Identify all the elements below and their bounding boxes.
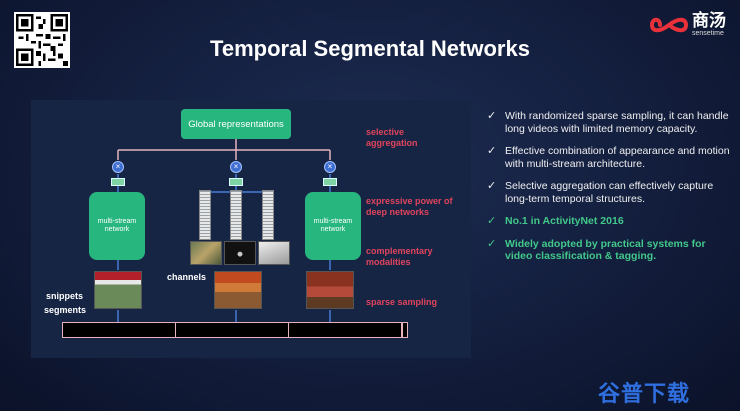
global-representations-box: Global representations — [181, 109, 291, 139]
feature-chip — [229, 178, 243, 186]
bullet-item-highlight: ✓ Widely adopted by practical systems fo… — [487, 238, 732, 263]
check-icon: ✓ — [487, 180, 497, 192]
video-segment — [62, 322, 176, 338]
label-segments: segments — [44, 305, 87, 315]
label-expressive-power: expressive power of deep networks — [366, 196, 453, 217]
label-channels: channels — [167, 272, 207, 282]
bullet-text: Selective aggregation can effectively ca… — [505, 180, 714, 205]
bullet-text: With randomized sparse sampling, it can … — [505, 110, 729, 135]
check-icon: ✓ — [487, 237, 497, 250]
bullet-text: No.1 in ActivityNet 2016 — [505, 215, 624, 227]
feature-chip — [111, 178, 125, 186]
video-segment-end — [402, 322, 408, 338]
page-title: Temporal Segmental Networks — [210, 36, 530, 61]
feature-stream-bar — [199, 190, 211, 240]
rgb-channel-image — [190, 241, 222, 265]
feature-chip — [323, 178, 337, 186]
video-segment — [288, 322, 402, 338]
qr-code — [14, 12, 70, 68]
bullet-item: ✓ Effective combination of appearance an… — [487, 145, 732, 170]
optical-flow-channel-image — [224, 241, 256, 265]
logo-chinese-text: 商汤 — [692, 11, 726, 30]
feature-bullet-list: ✓ With randomized sparse sampling, it ca… — [487, 110, 732, 273]
label-sparse-sampling: sparse sampling — [366, 297, 438, 307]
bullet-item-highlight: ✓ No.1 in ActivityNet 2016 — [487, 215, 732, 228]
warped-flow-channel-image — [258, 241, 290, 265]
watermark: 谷普下载 — [597, 381, 690, 406]
label-snippets: snippets — [46, 291, 84, 301]
multiply-icon: × — [112, 161, 124, 173]
snippet-frame-right — [306, 271, 354, 309]
label-complementary-modalities: complementary modalities — [366, 246, 433, 267]
bullet-text: Effective combination of appearance and … — [505, 145, 730, 170]
sensetime-logo: 商汤 sensetime — [650, 12, 726, 37]
infinity-logo-icon — [650, 17, 688, 32]
logo-english-text: sensetime — [692, 30, 724, 37]
check-icon: ✓ — [487, 215, 497, 227]
bullet-item: ✓ With randomized sparse sampling, it ca… — [487, 110, 732, 135]
bullet-text: Widely adopted by practical systems for … — [505, 237, 706, 263]
label-selective-aggregation: selective aggregation — [366, 127, 418, 148]
multi-stream-network-right: multi-stream network — [305, 192, 361, 260]
bullet-item: ✓ Selective aggregation can effectively … — [487, 180, 732, 205]
multiply-icon: × — [324, 161, 336, 173]
feature-stream-bar — [262, 190, 274, 240]
multi-stream-network-left: multi-stream network — [89, 192, 145, 260]
check-icon: ✓ — [487, 110, 497, 122]
snippet-frame-left — [94, 271, 142, 309]
check-icon: ✓ — [487, 145, 497, 157]
feature-stream-bar — [230, 190, 242, 240]
multiply-icon: × — [230, 161, 242, 173]
snippet-frame-middle — [214, 271, 262, 309]
video-segment — [175, 322, 289, 338]
